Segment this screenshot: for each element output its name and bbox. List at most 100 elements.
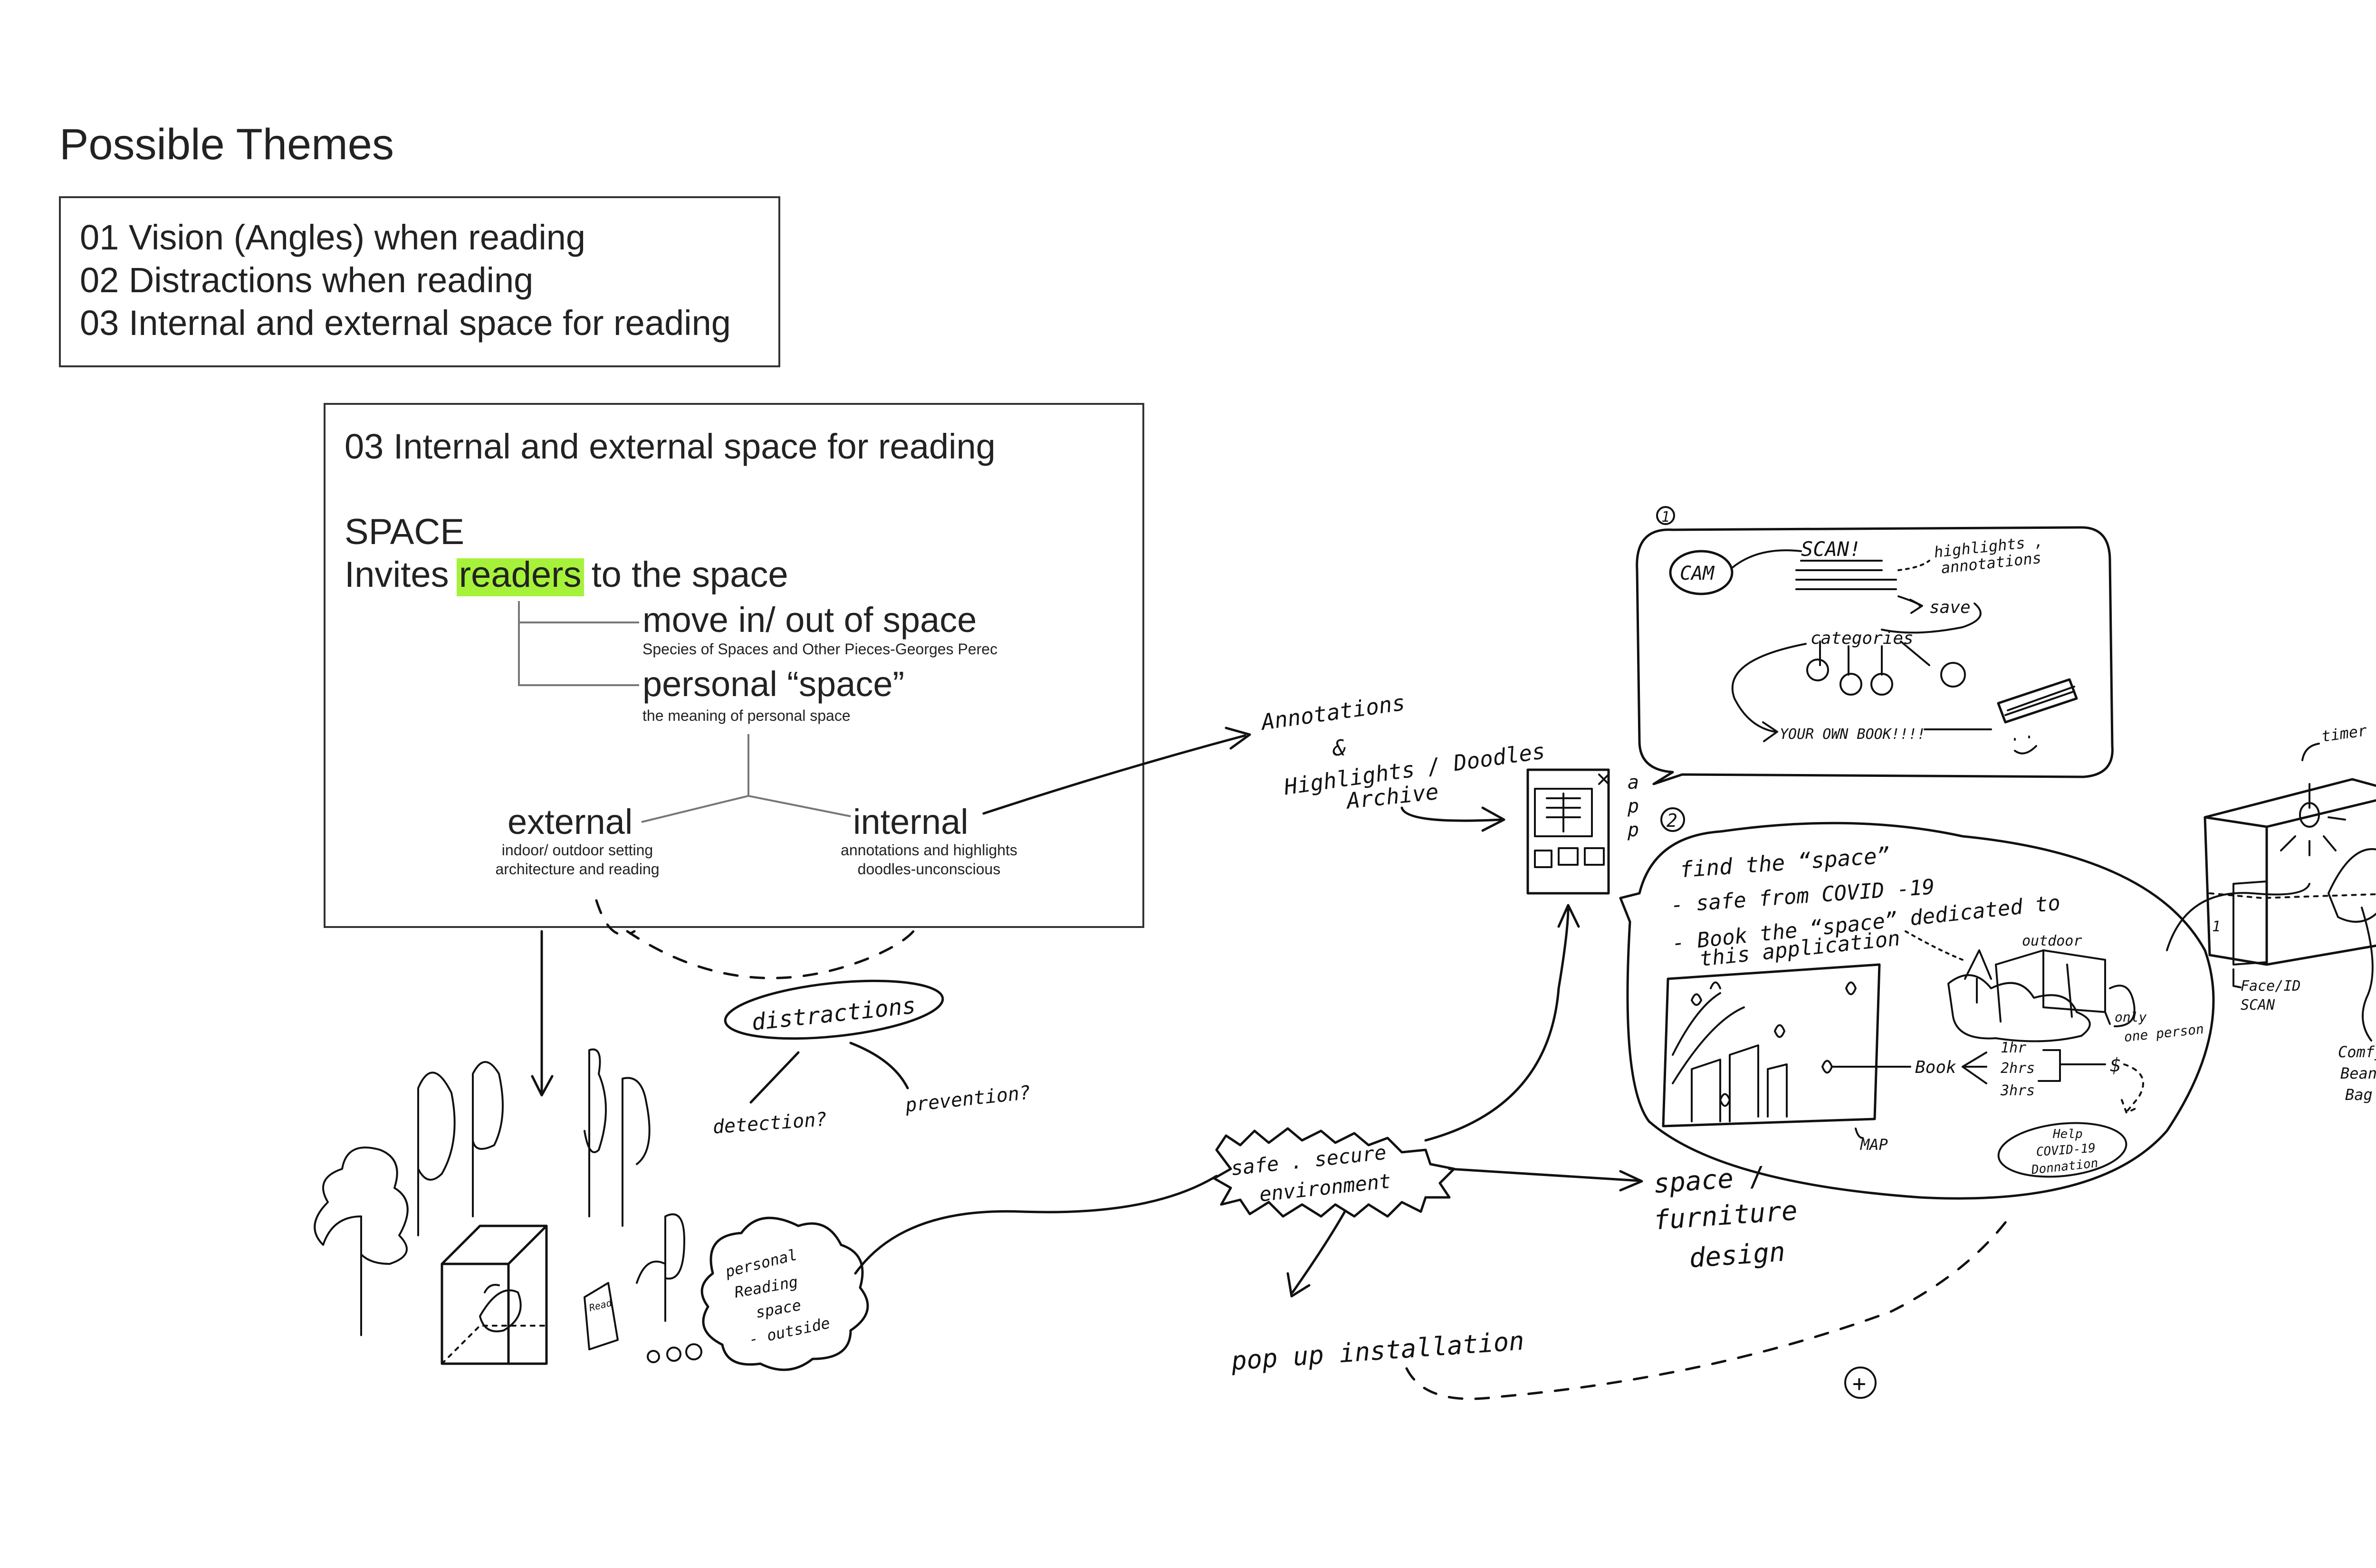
safe-to-app-arrow	[1424, 904, 1580, 1142]
app-phone-icon	[1526, 768, 1610, 895]
archive-arrow	[1400, 806, 1505, 832]
cam-to-scan	[1731, 549, 1802, 569]
detail-box	[324, 403, 1144, 928]
app-letter-p2: p	[1627, 819, 1639, 841]
thought-dot-1	[647, 1350, 660, 1363]
space-furniture-text-1: space /	[1652, 1161, 1766, 1199]
move-sub: Species of Spaces and Other Pieces-Georg…	[642, 641, 997, 658]
invites-post: to the space	[581, 555, 788, 595]
hours-3hrs: 3hrs	[2000, 1082, 2035, 1099]
app-letter-p1: p	[1627, 795, 1639, 817]
find-space-text: find the “space”	[1679, 842, 1891, 883]
safe-to-popup-arrow	[1286, 1210, 1346, 1298]
hours-bracket	[2038, 1049, 2106, 1082]
thought-dot-3	[685, 1343, 702, 1360]
distractions-text: distractions	[750, 992, 917, 1036]
map-label: MAP	[1860, 1136, 1888, 1154]
branch-connector	[518, 601, 639, 686]
read-sign-text: Read	[588, 1297, 613, 1313]
popup-dashed-path	[1405, 1215, 2012, 1400]
hours-1hr: 1hr	[2001, 1040, 2026, 1056]
scan-text: SCAN!	[1801, 537, 1861, 561]
internal-sub-2: doodles-unconscious	[858, 860, 1001, 878]
move-label: move in/ out of space	[642, 600, 977, 640]
categories-loop-arrow	[1731, 643, 1807, 742]
timer-line	[2301, 743, 2320, 761]
thought-dot-2	[666, 1347, 681, 1362]
map-label-line	[1855, 1128, 1864, 1139]
theme-item-3: 03 Internal and external space for readi…	[80, 303, 731, 343]
categories-text: categories	[1811, 629, 1914, 648]
themes-box	[59, 196, 780, 367]
comfy-text-2: Bean	[2340, 1064, 2376, 1082]
category-stems	[1819, 641, 1930, 676]
invites-pre: Invites	[345, 555, 459, 595]
external-down-arrow	[531, 930, 554, 1097]
book-icon	[1997, 678, 2078, 724]
highlight-marker	[457, 558, 584, 596]
face-id-text-2: SCAN	[2241, 997, 2275, 1013]
safe-secure-bubble	[1213, 1127, 1456, 1218]
category-dot-1	[1806, 659, 1829, 681]
page-title: Possible Themes	[59, 120, 394, 169]
space-label: SPACE	[345, 512, 464, 552]
external-sub-1: indoor/ outdoor setting	[502, 841, 653, 859]
timer-text: timer	[2320, 721, 2368, 746]
forest-sketch	[314, 1048, 685, 1365]
dotted-to-highlights	[1897, 560, 1930, 571]
smiley-icon	[2014, 736, 2037, 755]
dollar-dotted-arrow	[2121, 1063, 2144, 1114]
booth-handle-mark: 1	[2212, 918, 2221, 935]
save-loop	[1881, 602, 1982, 634]
pop-up-text: pop up installation	[1230, 1326, 1525, 1376]
detail-heading: 03 Internal and external space for readi…	[345, 427, 996, 466]
your-own-book-text: YOUR OWN BOOK!!!!	[1780, 726, 1926, 743]
face-id-text-1: Face/ID	[2241, 978, 2300, 994]
add-plus: +	[1852, 1370, 1866, 1397]
space-furniture-text-3: design	[1688, 1236, 1786, 1274]
invites-highlight: readers	[459, 555, 582, 595]
space-furniture-text-2: furniture	[1652, 1195, 1798, 1236]
personal-reading-cloud	[700, 1216, 869, 1371]
save-text: save	[1929, 598, 1971, 617]
external-label: external	[508, 802, 632, 841]
number-2-circle	[1660, 807, 1685, 832]
reading-booth-cube	[2204, 778, 2376, 966]
distraction-link-dashed	[595, 899, 921, 979]
personal-reading-text-3: space	[754, 1296, 802, 1321]
category-dot-2	[1839, 673, 1862, 696]
book-brace	[1962, 1052, 1987, 1084]
number-1-circle	[1656, 506, 1675, 525]
outdoor-booth-sketch	[1947, 949, 2136, 1042]
number-2: 2	[1667, 810, 1677, 831]
safe-to-furniture-arrow	[1448, 1167, 1643, 1192]
help-text-3: Donnation	[2030, 1156, 2098, 1177]
personal-sub: the meaning of personal space	[642, 707, 851, 724]
category-dot-4	[1940, 662, 1966, 688]
annotations-text: Annotations	[1258, 689, 1407, 735]
theme-item-1: 01 Vision (Angles) when reading	[80, 218, 585, 257]
category-dot-3	[1870, 673, 1893, 696]
detection-text: detection?	[712, 1109, 827, 1138]
theme-item-2: 02 Distractions when reading	[80, 260, 533, 300]
personal-label: personal “space”	[642, 664, 904, 704]
app-letter-a: a	[1628, 772, 1639, 794]
feature-1-bubble	[1636, 526, 2114, 785]
book-text: Book	[1915, 1058, 1956, 1077]
comfy-line	[2361, 907, 2374, 1042]
outdoor-dotted-link	[1905, 930, 1964, 961]
only-line	[2104, 1011, 2111, 1025]
bubble-to-booth-arc	[2166, 883, 2310, 951]
comfy-text-3: Bag	[2345, 1086, 2373, 1104]
save-arrow	[1897, 595, 1923, 614]
help-text-2: COVID-19	[2036, 1141, 2096, 1159]
external-sub-2: architecture and reading	[495, 860, 659, 878]
cam-circle	[1669, 550, 1734, 595]
map-sketch	[1662, 963, 1881, 1128]
number-1: 1	[1661, 509, 1670, 526]
outdoor-text: outdoor	[2022, 933, 2082, 949]
invites-line: Invites readers to the space	[345, 555, 788, 595]
distractions-bubble	[724, 979, 944, 1040]
comfy-text-1: Comfy	[2338, 1043, 2376, 1061]
